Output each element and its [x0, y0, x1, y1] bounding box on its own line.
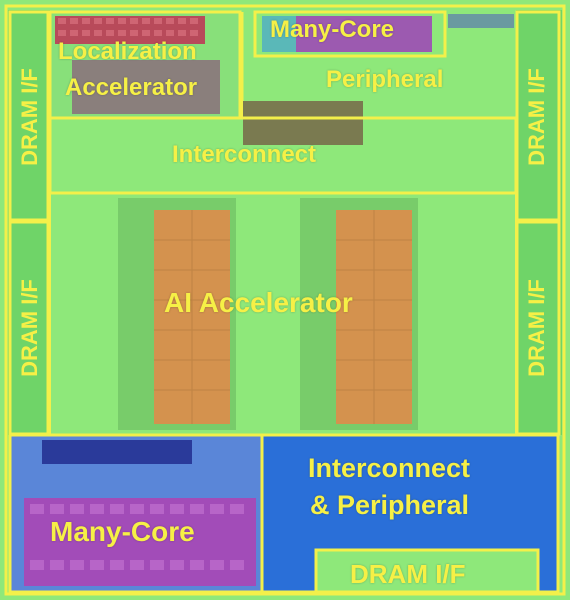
interconnect-peripheral-label-line2: & Peripheral: [310, 490, 470, 520]
localization-label-line2: Accelerator: [65, 74, 198, 101]
localization-red-array: [55, 16, 205, 44]
many-core-top-label: Many-Core: [270, 16, 395, 43]
localization-gray-array: [72, 60, 220, 114]
interconnect-dark-patch: [243, 101, 363, 145]
many-core-bottom-label: Many-Core: [50, 516, 195, 547]
ai-accelerator-label: AI Accelerator: [164, 287, 353, 318]
ai-array-gridlines: [154, 210, 412, 424]
dram-if-bottom-box: [314, 548, 540, 594]
dram-if-bottom-label: DRAM I/F: [350, 559, 466, 589]
many-core-top-cyan: [262, 16, 296, 52]
dram-if-left-bottom-label: DRAM I/F: [17, 279, 42, 377]
interconnect-peripheral-label-line1: Interconnect: [308, 453, 471, 483]
dram-if-right-top-label: DRAM I/F: [524, 68, 549, 166]
dram-if-left-top-label: DRAM I/F: [17, 68, 42, 166]
left-dram-top-box: [8, 10, 50, 222]
dram-if-right-bottom-label: DRAM I/F: [524, 279, 549, 377]
interconnect-label: Interconnect: [172, 141, 317, 168]
top-right-cell: [448, 14, 514, 28]
many-core-bottom-navy-array: [42, 440, 192, 464]
peripheral-label: Peripheral: [326, 66, 444, 93]
right-dram-top-box: [515, 10, 561, 222]
die-border: [4, 4, 566, 596]
many-core-bottom-cells: [30, 504, 244, 570]
localization-label-line1: Localization: [58, 38, 197, 65]
